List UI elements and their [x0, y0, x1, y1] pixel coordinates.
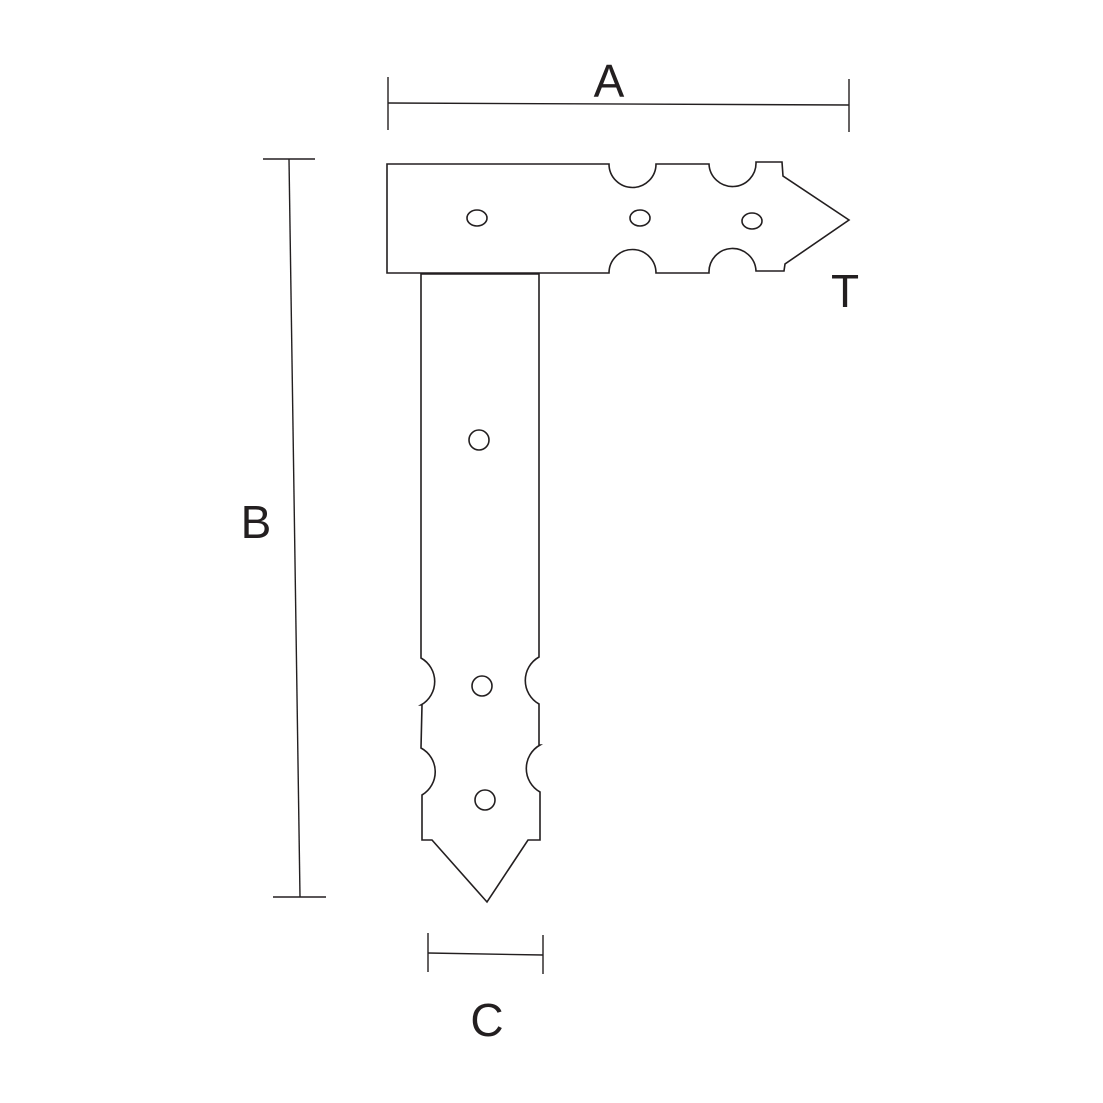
dimension-a: A — [387, 55, 850, 132]
dimension-a-line — [387, 102, 850, 106]
dimension-c: C — [427, 933, 544, 1046]
dimension-c-line — [427, 952, 544, 956]
dimension-b: B — [241, 158, 326, 898]
strap-hole-2 — [471, 675, 493, 697]
leaf-hole-3 — [741, 212, 763, 230]
horizontal-leaf-outline — [386, 161, 851, 274]
thickness-label: T — [831, 265, 859, 317]
leaf-hole-2 — [629, 209, 651, 227]
dimension-b-label: B — [241, 496, 272, 548]
vertical-strap-outline — [417, 273, 544, 904]
dimension-c-label: C — [470, 994, 503, 1046]
dimension-a-label: A — [594, 55, 625, 107]
dimension-b-line — [288, 158, 301, 898]
strap-hole-3 — [474, 789, 496, 811]
leaf-hole-1 — [466, 209, 488, 227]
strap-hole-1 — [468, 429, 490, 451]
